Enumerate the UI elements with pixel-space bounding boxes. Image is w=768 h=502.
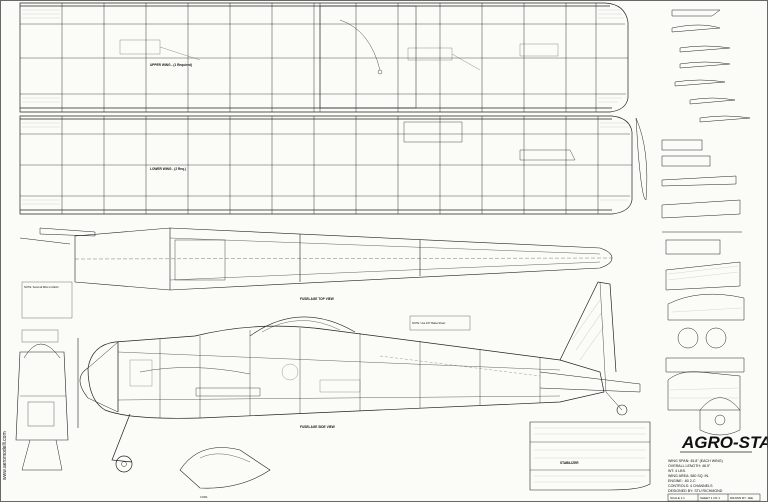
spec-line-4: ENGINE: .60 2-C bbox=[668, 479, 696, 483]
title-block-drawn: DRAWN BY: JEE bbox=[730, 496, 753, 500]
stabilizer bbox=[529, 421, 651, 491]
note-1: NOTE: Sand all Ribs to Match bbox=[24, 285, 59, 289]
note-boxes bbox=[21, 281, 471, 343]
landing-gear-top bbox=[19, 227, 96, 245]
plan-title: AGRO-STAR bbox=[681, 433, 768, 452]
lower-wing bbox=[19, 115, 633, 215]
fuselage-top-view bbox=[74, 227, 613, 291]
fuselage-side-label: FUSELAGE SIDE VIEW bbox=[300, 425, 335, 429]
right-column-grain bbox=[667, 265, 743, 399]
spec-line-2: WT: 4 LBS. bbox=[668, 469, 686, 473]
stab-label: STABILIZER bbox=[560, 461, 579, 465]
upper-wing-grain bbox=[22, 9, 624, 103]
spec-line-6: DESIGNED BY: STU RICHMOND bbox=[668, 489, 723, 493]
spec-line-5: CONTROLS: 4 CHANNELS bbox=[668, 484, 713, 488]
note-2: NOTE: Use 1/8" Balsa Sheet bbox=[412, 321, 445, 325]
upper-wing-label: UPPER WING - (1 Required) bbox=[150, 63, 192, 67]
website-side-text: www.aeromodelli.com bbox=[2, 431, 8, 480]
upper-wing bbox=[19, 2, 629, 113]
spec-line-0: WING SPAN: 45.8" (EACH WING) bbox=[668, 459, 723, 463]
spec-line-3: WING AREA: 580 SQ. IN. bbox=[668, 474, 709, 478]
upper-wing-callouts bbox=[119, 39, 559, 71]
cowl-label: COWL bbox=[200, 495, 208, 499]
spec-line-1: OVERALL LENGTH: 46.5" bbox=[668, 464, 711, 468]
fuselage-side-view bbox=[77, 281, 641, 473]
title-block-sheet: SHEET 1 OF 1 bbox=[700, 496, 720, 500]
front-view bbox=[15, 343, 69, 471]
title-block-scale: SCALE 1:1 bbox=[670, 496, 685, 500]
lower-wing-label: LOWER WING - (2 Req.) bbox=[150, 167, 186, 171]
cowl-part bbox=[179, 447, 271, 489]
right-column-parts bbox=[635, 9, 751, 436]
lower-wing-grain bbox=[22, 122, 630, 205]
fuselage-top-label: FUSELAGE TOP VIEW bbox=[300, 297, 334, 301]
fuselage-interior bbox=[129, 355, 541, 393]
title-block bbox=[667, 493, 761, 502]
